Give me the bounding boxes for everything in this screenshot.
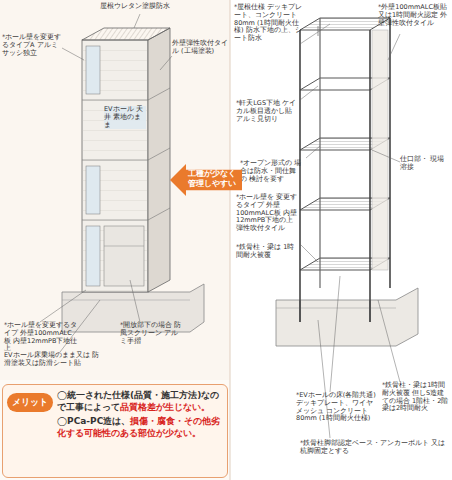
drawing-stroke — [82, 28, 170, 40]
callout-note: *屋根仕様 デッキプレート、コンクリート80mm (1時間耐火仕様) 防水下地の… — [234, 4, 304, 43]
arrow-fill — [170, 164, 242, 196]
drawing-stroke — [378, 300, 400, 382]
drawing-stroke — [82, 160, 148, 161]
drawing-stroke — [230, 0, 231, 480]
drawing-stroke — [82, 100, 148, 101]
callout-note: *鉄骨柱・梁は1時間耐火被覆 但しS造建ての場合 1階柱・2階梁は2時間耐火 — [382, 382, 450, 413]
callout-note: *ホール壁を変更するタイプ 外壁100mmALC板 内壁12mmPB下地仕上 — [4, 322, 78, 353]
drawing-stroke — [318, 26, 319, 36]
drawing-stroke — [62, 300, 190, 301]
drawing-stroke — [104, 246, 144, 247]
leader-lines — [40, 14, 400, 438]
drawing-stroke — [330, 276, 340, 392]
drawing-stroke — [82, 40, 148, 292]
drawing-stroke — [369, 300, 371, 322]
callout-note: *オープン形式の 場合は防水・間仕舞の 検討を要す — [240, 160, 302, 183]
drawing-stroke — [372, 30, 388, 270]
drawing-stroke — [86, 226, 100, 286]
drawing-stroke — [372, 150, 400, 162]
drawing-stroke — [148, 88, 170, 100]
drawing-stroke — [276, 288, 418, 346]
drawing-stroke — [104, 226, 144, 286]
drawing-stroke — [130, 280, 140, 322]
drawing-stroke — [300, 244, 318, 262]
emphasis-text: 品質格差が生じない。 — [120, 402, 210, 412]
callout-note: 外壁弾性吹付タイル (工場塗装) — [172, 40, 228, 56]
drawing-stroke — [160, 56, 172, 70]
merit-badge: メリット — [7, 393, 53, 412]
callout-note: *軒天LGS下地 ケイカル板目透かし貼 アルミ見切り — [236, 100, 298, 123]
drawing-stroke — [86, 166, 100, 214]
drawing-stroke — [388, 34, 400, 60]
drawing-stroke — [134, 14, 140, 28]
drawing-stroke — [40, 290, 86, 322]
badge-text: メリット — [12, 396, 48, 409]
arrow-text: 工種が少なく 管理しやすい — [188, 164, 238, 194]
drawing-stroke — [82, 220, 148, 221]
drawing-stroke — [369, 30, 371, 300]
drawing-stroke — [62, 48, 84, 60]
callout-note: EVホール 天井 素地のまま — [104, 106, 146, 129]
merit-item: ◯統一された仕様(品質・施工方法)なので工事によって品質格差が生じない。 — [57, 390, 221, 413]
drawing-stroke — [86, 46, 100, 94]
callout-note: *外壁100mmALC板貼 又は1時間耐火認定 外壁弾性吹付タイル — [378, 4, 448, 27]
callout-note: EVホール床乗場のまま又は 防滑塗装又は防滑シート貼 — [4, 352, 104, 368]
merit-item: ◯PCa-PC造は、損傷・腐食・その他劣化する可能性のある部位が少ない。 — [57, 416, 221, 439]
drawing-stroke — [300, 18, 390, 30]
drawing-stroke — [148, 28, 170, 292]
callout-note: *開放部下の場合 防風スクリーン アルミ手摺 — [120, 322, 184, 345]
drawing-stroke — [319, 18, 320, 288]
drawing-stroke — [148, 148, 170, 160]
callout-note: *鉄骨柱・梁は 1時間耐火被覆 — [236, 244, 298, 260]
callout-note: 屋根ウレタン塗膜防水 — [100, 3, 190, 11]
callout-note: *鉄骨柱脚部認定ベース・アンカーボルト 又は杭脚固定とする — [300, 440, 448, 456]
drawing-stroke — [276, 308, 396, 309]
drawing-stroke — [299, 300, 301, 322]
drawing-stroke — [306, 146, 320, 158]
drawing-stroke — [82, 40, 148, 292]
drawing-stroke — [300, 24, 330, 44]
merit-text: ◯PCa-PC造は、 — [57, 416, 130, 426]
callout-note: *ホール壁を変更するタイプA アルミサッシ独立 — [2, 34, 64, 57]
callout-note: *EVホールの床(各階共通) デッキプレート、ワイヤメッシュ コンクリート80m… — [296, 392, 378, 423]
merit-text: ◯統一された仕様(品質・施工方法)なので工事によって品質格差が生じない。 ◯PCa… — [57, 385, 221, 445]
callout-note: *ホール壁を 変更するタイプ 外壁100mmALC板 内壁12mmPB下地の上 … — [236, 194, 302, 233]
steel-frame — [276, 18, 418, 346]
drawing-stroke — [300, 86, 318, 100]
drawing-stroke — [148, 208, 170, 220]
merit-panel: ◯統一された仕様(品質・施工方法)なので工事によって品質格差が生じない。 ◯PCa… — [2, 384, 228, 478]
callout-note: 仕口部・ 現場溶接 — [400, 156, 448, 172]
arrow-banner: 工種が少なく 管理しやすい — [170, 164, 242, 196]
drawing-stroke — [389, 18, 391, 288]
drawing-stroke — [230, 0, 452, 480]
